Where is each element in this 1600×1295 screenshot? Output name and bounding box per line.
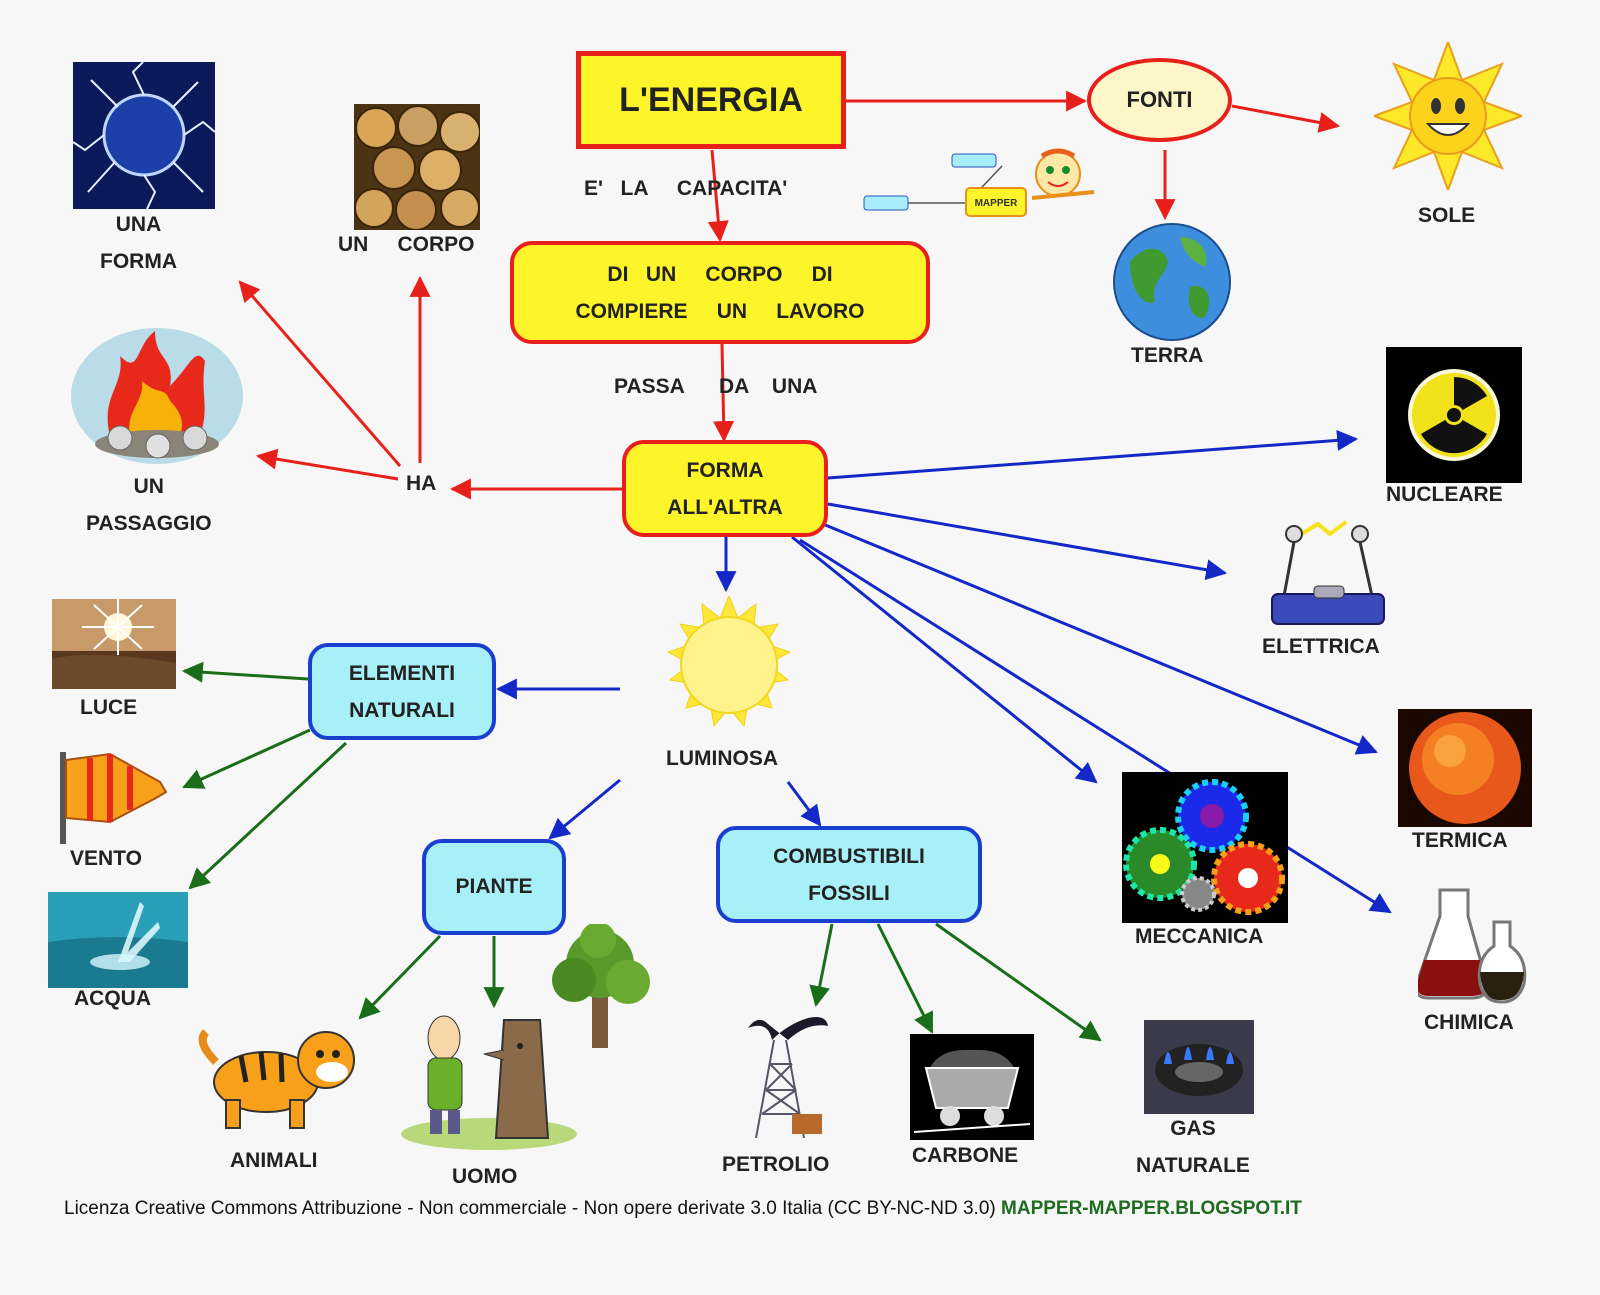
gas-label: GAS NATURALE — [1136, 1117, 1250, 1177]
title-text: L'ENERGIA — [619, 80, 803, 119]
link-piante-animali — [358, 934, 442, 1020]
link-forma-elettrica — [827, 502, 1228, 581]
forma-line-1: FORMA — [686, 458, 764, 482]
sunlight-photo-icon — [52, 599, 176, 689]
vento-label: VENTO — [70, 847, 142, 870]
piante-box: PIANTE — [422, 839, 566, 935]
carbone-label: CARBONE — [912, 1144, 1019, 1167]
piante-label: PIANTE — [455, 875, 533, 898]
oil-derrick-icon — [748, 1017, 828, 1139]
campfire-icon — [71, 328, 243, 464]
flasks-icon — [1418, 888, 1527, 1004]
link-luminosa-piante — [548, 778, 621, 840]
nucleare-label: NUCLEARE — [1386, 483, 1503, 506]
terra-label: TERRA — [1131, 344, 1204, 367]
mapper-logo-text: MAPPER — [975, 198, 1019, 209]
radiation-icon — [1386, 347, 1522, 483]
link-ha-passaggio — [255, 448, 399, 481]
sunlight-icon — [666, 596, 792, 728]
link-combustibili-carbone — [876, 923, 934, 1034]
corpo-line-1: DI UN CORPO DI — [607, 262, 833, 286]
elementi-line-2: NATURALI — [349, 698, 455, 722]
windsock-icon — [60, 752, 168, 844]
sun-surface-icon — [1398, 709, 1532, 827]
link-forma-meccanica — [791, 535, 1098, 784]
elementi-box: ELEMENTI NATURALI — [308, 643, 496, 740]
link-forma-nucleare — [827, 429, 1359, 480]
forma-line-2: ALL'ALTRA — [667, 495, 783, 519]
combustibili-box: COMBUSTIBILI FOSSILI — [716, 826, 982, 923]
coal-cart-icon — [910, 1034, 1034, 1140]
un-corpo-label: UN CORPO — [338, 233, 475, 256]
meccanica-label: MECCANICA — [1135, 925, 1264, 948]
luce-label: LUCE — [80, 696, 138, 719]
man-and-tree-icon — [401, 1015, 577, 1150]
link-ha-una-forma — [238, 280, 402, 467]
fonti-node: FONTI — [1087, 58, 1232, 142]
link-combustibili-gas — [935, 922, 1102, 1042]
tree-icon — [552, 924, 650, 1048]
link-label-capacita: E' LA CAPACITA' — [584, 177, 788, 200]
tesla-coil-icon — [1271, 520, 1385, 625]
link-forma-chimica — [799, 538, 1392, 914]
link-fonti-sole — [1231, 104, 1341, 133]
link-combustibili-petrolio — [809, 923, 834, 1008]
link-label-passa: PASSA DA UNA — [614, 375, 818, 398]
mapper-mascot-icon: MAPPER — [863, 148, 1095, 217]
license-footer: Licenza Creative Commons Attribuzione - … — [64, 1198, 1302, 1220]
license-text: Licenza Creative Commons Attribuzione - … — [64, 1198, 1002, 1219]
title-box: L'ENERGIA — [576, 51, 846, 149]
link-elementi-luce — [181, 661, 309, 683]
elementi-line-1: ELEMENTI — [348, 661, 456, 685]
link-elementi-vento — [182, 728, 311, 789]
uomo-label: UOMO — [452, 1165, 518, 1188]
termica-label: TERMICA — [1412, 829, 1508, 852]
tiger-icon — [198, 1029, 355, 1129]
link-energia-corpo — [707, 149, 729, 243]
combustibili-line-1: COMBUSTIBILI — [773, 844, 925, 868]
link-elementi-acqua — [188, 741, 348, 890]
corpo-lavoro-box: DI UN CORPO DI COMPIERE UN LAVORO — [510, 241, 930, 344]
acqua-label: ACQUA — [74, 987, 151, 1010]
link-corpo-forma — [713, 343, 735, 443]
luminosa-label: LUMINOSA — [666, 747, 778, 770]
logs-icon — [354, 104, 480, 230]
link-forma-termica — [817, 520, 1378, 755]
sole-label: SOLE — [1418, 204, 1476, 227]
lightning-plasma-icon — [73, 62, 215, 209]
una-forma-label: UNA FORMA — [100, 213, 177, 273]
sun-icon — [1374, 42, 1522, 190]
water-splash-icon — [48, 892, 188, 988]
fonti-label: FONTI — [1126, 87, 1193, 112]
animali-label: ANIMALI — [230, 1149, 318, 1172]
earth-icon — [1113, 223, 1231, 341]
gas-burner-icon — [1144, 1020, 1254, 1114]
un-passaggio-label: UN PASSAGGIO — [86, 475, 212, 535]
forma-box: FORMA ALL'ALTRA — [622, 440, 828, 537]
link-luminosa-combustibili — [786, 781, 822, 827]
elettrica-label: ELETTRICA — [1262, 635, 1380, 658]
combustibili-line-2: FOSSILI — [808, 881, 890, 905]
ha-label: HA — [406, 465, 437, 502]
chimica-label: CHIMICA — [1424, 1011, 1514, 1034]
site-link[interactable]: MAPPER-MAPPER.BLOGSPOT.IT — [1001, 1198, 1302, 1219]
corpo-line-2: COMPIERE UN LAVORO — [575, 299, 865, 323]
gears-icon — [1122, 772, 1288, 923]
petrolio-label: PETROLIO — [722, 1153, 830, 1176]
